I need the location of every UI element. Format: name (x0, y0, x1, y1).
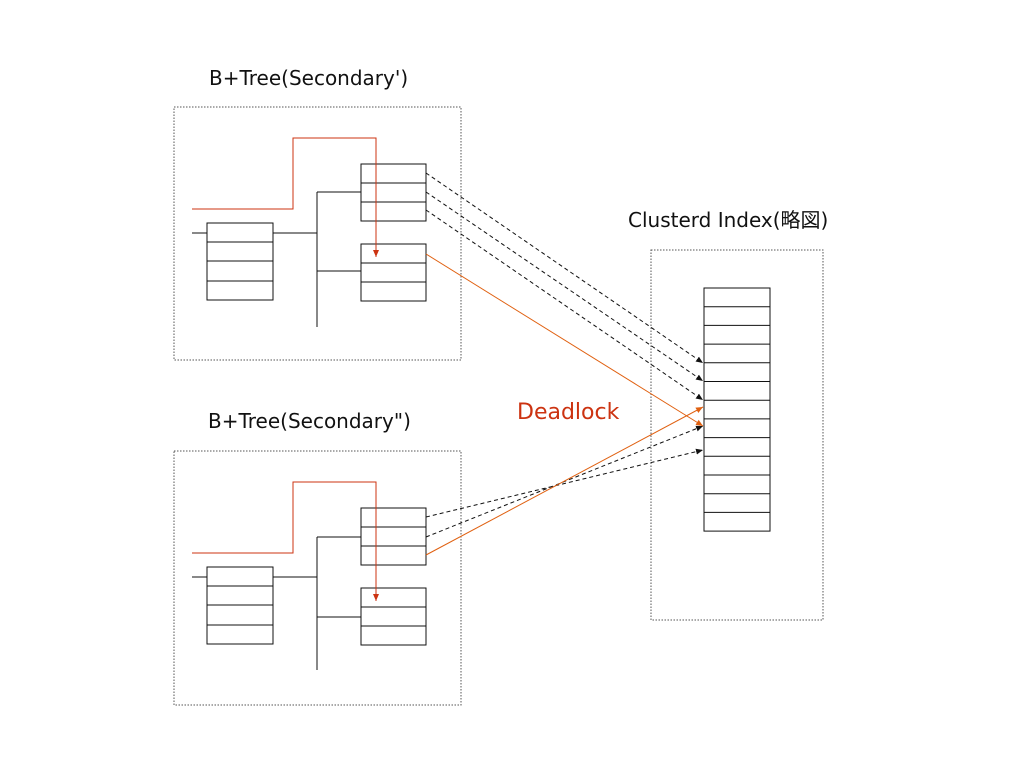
tree1-leaf-node-a (360, 163, 427, 222)
deadlock-arrows (425, 253, 704, 556)
tree1-leaf-node-b (360, 243, 427, 302)
tree2-pointer-1 (425, 448, 704, 518)
tree1-pointer-1 (425, 172, 704, 364)
deadlock-arrow-tree2 (425, 406, 704, 556)
clustered-frame (650, 249, 824, 621)
tree2-leaf-node-a (360, 507, 427, 566)
tree1-title: B+Tree(Secondary') (209, 66, 409, 90)
btree-secondary-2 (173, 450, 462, 706)
tree1-root-node (206, 222, 274, 301)
btree-secondary-1 (173, 106, 462, 361)
clustered-record-stack (703, 287, 771, 532)
tree1-pointer-3 (425, 209, 704, 401)
tree1-traversal-path (192, 137, 379, 257)
clustered-record-stack-outline (703, 287, 771, 532)
deadlock-label: Deadlock (517, 400, 620, 425)
deadlock-arrow-tree1 (425, 253, 704, 427)
tree2-frame (173, 450, 462, 706)
tree2-traversal-path (192, 481, 379, 601)
tree2-root-node (206, 566, 274, 645)
tree2-leaf-node-b (360, 587, 427, 646)
tree2-title: B+Tree(Secondary") (208, 409, 411, 433)
clustered-index-title: Clusterd Index(略図) (628, 208, 829, 232)
clustered-index (650, 249, 824, 621)
